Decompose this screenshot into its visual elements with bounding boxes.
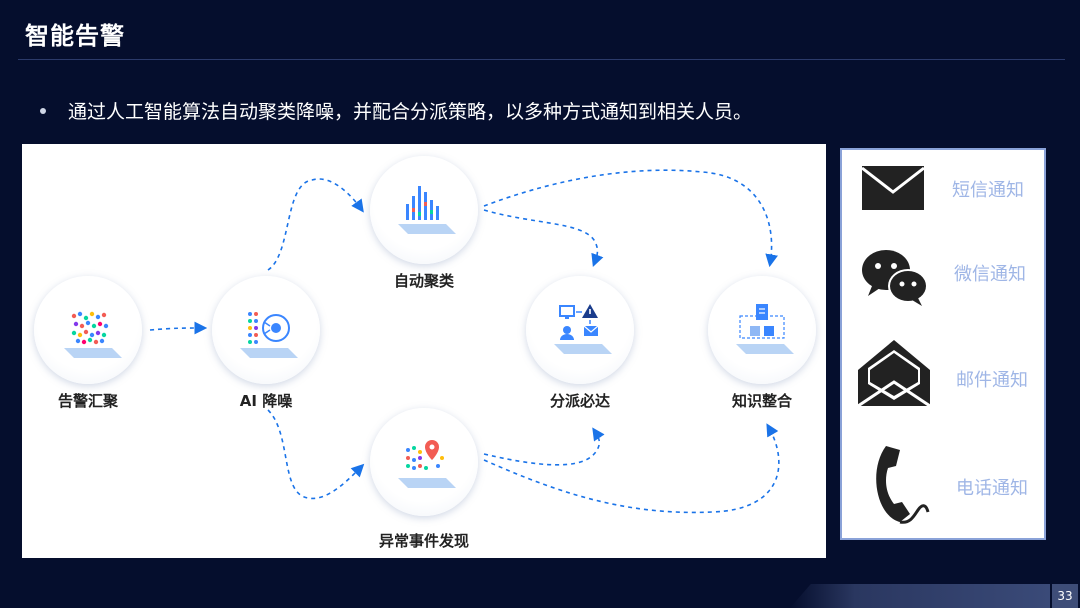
node-ai-denoise (212, 276, 320, 384)
channel-label-phone: 电话通知 (956, 478, 1028, 499)
bullet-text: 通过人工智能算法自动聚类降噪，并配合分派策略，以多种方式通知到相关人员。 (68, 101, 753, 123)
node-knowledge (708, 276, 816, 384)
title-divider (18, 59, 1065, 60)
node-dispatch (526, 276, 634, 384)
envelope-closed-icon (861, 166, 925, 210)
channel-phone: 电话通知 (842, 440, 1048, 524)
channel-label-sms: 短信通知 (952, 180, 1024, 201)
node-auto-cluster (370, 156, 478, 264)
channel-label-wechat: 微信通知 (954, 264, 1026, 285)
node-label-anomaly: 异常事件发现 (378, 532, 469, 550)
arrow-aggregate-to-ai (149, 321, 208, 335)
envelope-open-icon (857, 340, 931, 408)
node-alert-aggregation (34, 276, 142, 384)
arrow-ai-to-cluster (267, 178, 364, 271)
colorful-dots-icon (64, 311, 122, 358)
bullet-dot-icon (40, 107, 46, 114)
ai-brain-icon (240, 312, 298, 358)
wechat-icon (862, 250, 928, 306)
location-pin-dots-icon (398, 440, 456, 488)
arrow-cluster-to-knowledge (483, 169, 778, 268)
channel-sms: 短信通知 (842, 156, 1048, 236)
node-label-knowledge: 知识整合 (731, 392, 792, 410)
node-label-aggregation: 告警汇聚 (57, 392, 118, 410)
node-label-dispatch: 分派必达 (549, 392, 610, 410)
node-label-ai-denoise: AI 降噪 (239, 392, 293, 410)
channel-label-email: 邮件通知 (956, 370, 1028, 391)
alert-flow-diagram: 告警汇聚 AI 降噪 (22, 144, 826, 558)
knowledge-doc-icon (736, 304, 794, 354)
channel-email: 邮件通知 (842, 336, 1048, 416)
footer-decoration (790, 584, 1050, 608)
page-number: 33 (1052, 584, 1078, 608)
notification-channels-panel: 短信通知 微信通知 邮件通知 电话通知 (840, 148, 1046, 540)
flow-arrows (149, 169, 780, 514)
dispatch-icon (554, 304, 612, 354)
channel-wechat: 微信通知 (842, 242, 1048, 322)
arrow-ai-to-anomaly (267, 409, 365, 500)
node-label-cluster: 自动聚类 (393, 272, 454, 290)
bar-cluster-icon (398, 186, 456, 234)
phone-icon (876, 446, 930, 524)
slide-title: 智能告警 (25, 22, 125, 50)
arrow-cluster-to-dispatch (483, 209, 604, 267)
arrow-anomaly-to-knowledge (483, 423, 780, 514)
arrow-anomaly-to-dispatch (483, 427, 605, 466)
node-anomaly-discovery (370, 408, 478, 516)
bullet-point: 通过人工智能算法自动聚类降噪，并配合分派策略，以多种方式通知到相关人员。 (40, 97, 752, 124)
